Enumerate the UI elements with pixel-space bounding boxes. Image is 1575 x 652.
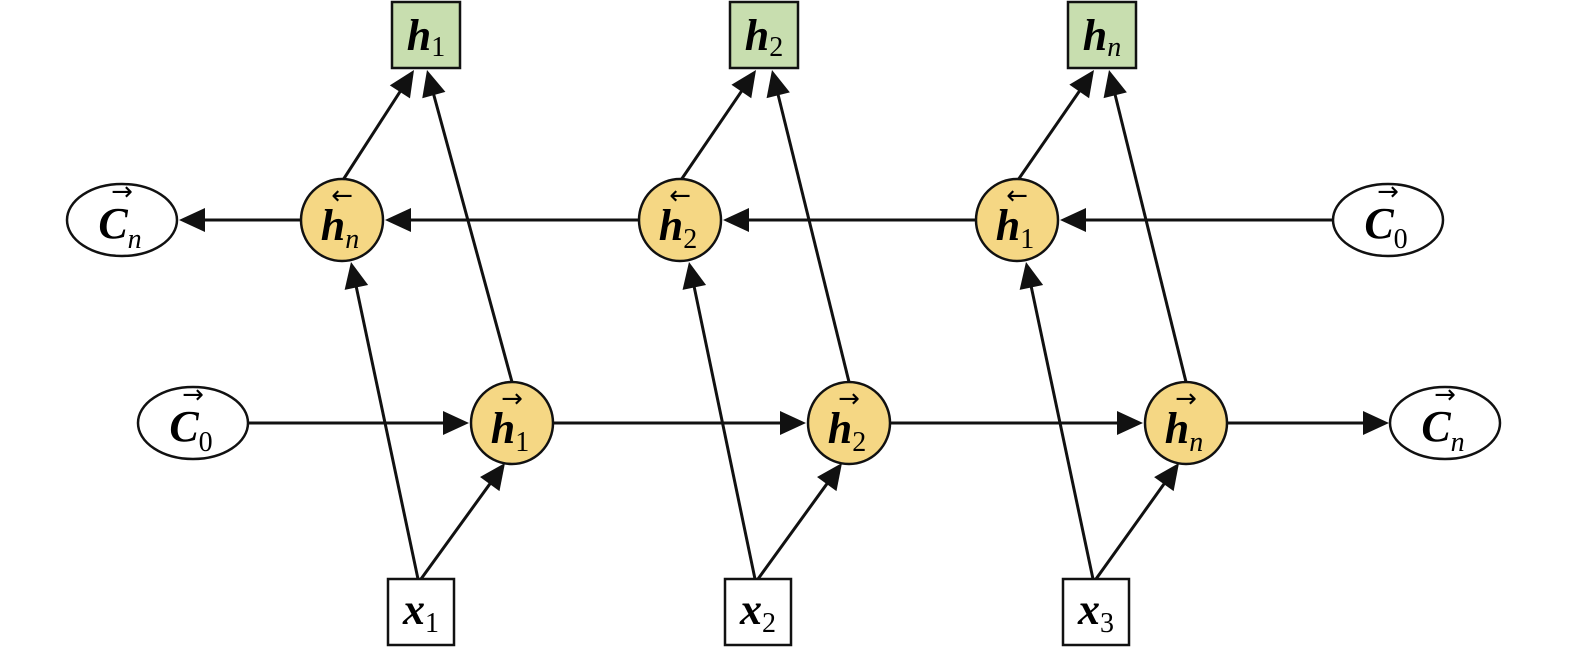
backward-hidden-h1: ← h1 <box>974 177 1060 263</box>
svg-text:→: → <box>838 384 860 414</box>
edges <box>179 70 1389 580</box>
edge-bw-c0-to-h1-arrowhead <box>1060 208 1086 232</box>
input-node-x3: x3 <box>1061 577 1131 647</box>
edge-x2-to-bw-h2-arrowhead <box>682 262 707 290</box>
svg-text:→: → <box>111 177 133 207</box>
svg-text:→: → <box>182 380 204 410</box>
edge-fw-h2-to-out2 <box>776 92 851 383</box>
edge-x3-to-bw-h1-arrowhead <box>1019 262 1044 290</box>
edge-bw-hn-to-cn-arrowhead <box>179 208 205 232</box>
edge-bw-h2-to-out2-arrowhead <box>731 70 756 99</box>
edge-bw-h2-to-out2 <box>679 88 744 181</box>
svg-text:h2: h2 <box>659 201 697 255</box>
output-node-hn: hn <box>1066 0 1138 70</box>
forward-hidden-h1: → h1 <box>469 380 555 466</box>
edge-fw-h1-to-out1-arrowhead <box>422 70 446 99</box>
edge-x3-to-bw-h1 <box>1029 285 1095 580</box>
edge-x1-to-fw-h1-arrowhead <box>480 463 505 492</box>
forward-hidden-h2: → h2 <box>806 380 892 466</box>
edge-fw-h2-to-hn-arrowhead <box>1117 411 1143 435</box>
input-node-x1: x1 <box>386 577 456 647</box>
svg-text:hn: hn <box>321 201 359 255</box>
backward-hidden-hn: ← hn <box>299 177 385 263</box>
svg-text:hn: hn <box>1083 11 1121 63</box>
edge-fw-hn-to-cn-arrowhead <box>1363 411 1389 435</box>
svg-text:h2: h2 <box>828 404 866 458</box>
input-node-x2: x2 <box>723 577 793 647</box>
edge-x2-to-fw-h2-arrowhead <box>817 463 842 492</box>
svg-text:←: ← <box>669 181 691 211</box>
output-node-h1: h1 <box>390 0 462 70</box>
edge-fw-h2-to-out2-arrowhead <box>766 70 790 99</box>
edge-x2-to-fw-h2 <box>756 481 830 580</box>
edge-x3-to-fw-hn <box>1094 481 1167 580</box>
forward-context-c0: → C0 <box>136 380 250 461</box>
edge-bw-h1-to-out3-arrowhead <box>1069 70 1094 99</box>
edge-fw-hn-to-out3-arrowhead <box>1103 70 1127 99</box>
edge-fw-h1-to-out1 <box>431 92 514 383</box>
svg-text:h1: h1 <box>407 11 445 63</box>
svg-text:h1: h1 <box>491 404 529 458</box>
edge-bw-h1-to-out3 <box>1016 88 1082 181</box>
svg-text:→: → <box>1175 384 1197 414</box>
svg-text:x2: x2 <box>739 585 776 639</box>
edge-bw-hn-to-out1-arrowhead <box>389 70 414 99</box>
svg-text:→: → <box>1377 177 1399 207</box>
edge-x1-to-bw-hn <box>354 285 420 580</box>
svg-text:Cn: Cn <box>1421 402 1464 458</box>
edge-x3-to-fw-hn-arrowhead <box>1154 463 1179 492</box>
svg-text:x1: x1 <box>402 585 439 639</box>
edge-fw-hn-to-out3 <box>1113 92 1188 383</box>
svg-text:←: ← <box>1006 181 1028 211</box>
svg-text:x3: x3 <box>1077 585 1114 639</box>
svg-text:Cn: Cn <box>98 199 141 255</box>
edge-x2-to-bw-h2 <box>692 285 757 580</box>
backward-context-c0: → C0 <box>1331 177 1445 258</box>
svg-text:hn: hn <box>1165 404 1203 458</box>
svg-text:←: ← <box>331 181 353 211</box>
forward-hidden-hn: → hn <box>1143 380 1229 466</box>
output-node-h2: h2 <box>728 0 800 70</box>
edge-bw-h2-to-hn-arrowhead <box>385 208 411 232</box>
backward-hidden-h2: ← h2 <box>637 177 723 263</box>
edge-x1-to-bw-hn-arrowhead <box>344 262 369 290</box>
svg-text:→: → <box>1434 380 1456 410</box>
svg-text:→: → <box>501 384 523 414</box>
edge-bw-h1-to-h2-arrowhead <box>723 208 749 232</box>
forward-context-cn: → Cn <box>1388 380 1502 461</box>
svg-text:h1: h1 <box>996 201 1034 255</box>
edge-x1-to-fw-h1 <box>419 481 493 580</box>
svg-text:C0: C0 <box>1364 199 1407 255</box>
edge-fw-h1-to-h2-arrowhead <box>780 411 806 435</box>
svg-text:h2: h2 <box>745 11 783 63</box>
backward-context-cn: → Cn <box>65 177 179 258</box>
edge-fw-c0-to-h1-arrowhead <box>443 411 469 435</box>
edge-bw-hn-to-out1 <box>341 89 403 181</box>
svg-text:C0: C0 <box>169 402 212 458</box>
